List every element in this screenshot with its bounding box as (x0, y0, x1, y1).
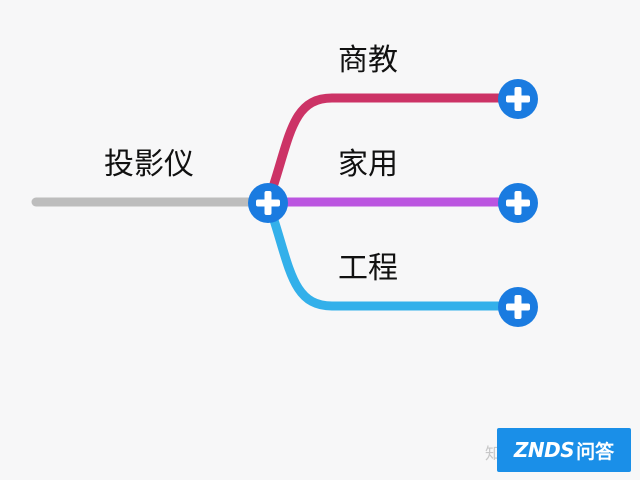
znds-logo-latin: ZNDS (513, 438, 575, 462)
watermark: 知 ZNDS 问答 (485, 428, 631, 472)
branch-node-label-gongcheng[interactable]: 工程 (338, 251, 398, 286)
branch-connector-shangjiao (263, 93, 521, 207)
branch-connector-gongcheng (263, 197, 521, 311)
branch-expand-button-gongcheng[interactable] (498, 287, 538, 327)
branch-node-label-shangjiao[interactable]: 商教 (338, 43, 398, 78)
root-expand-button[interactable] (248, 183, 288, 223)
branch-expand-button-jiayong[interactable] (498, 183, 538, 223)
znds-logo-cjk: 问答 (576, 440, 615, 463)
branch-node-label-jiayong[interactable]: 家用 (338, 147, 398, 182)
znds-logo: ZNDS 问答 (497, 428, 631, 472)
branch-expand-button-shangjiao[interactable] (498, 79, 538, 119)
root-node-label[interactable]: 投影仪 (104, 147, 194, 182)
